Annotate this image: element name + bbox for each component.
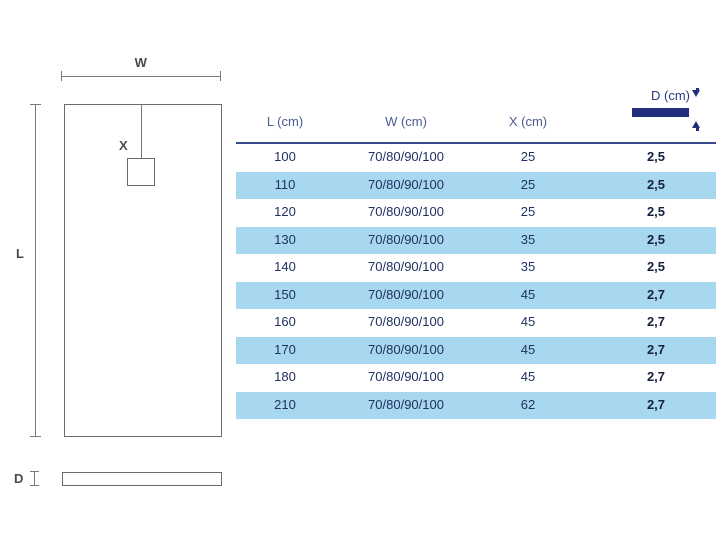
cell-width: 70/80/90/100 (368, 176, 444, 192)
drain-leader-line (140, 105, 142, 172)
drain-square-icon (127, 158, 155, 186)
cell-length: 150 (274, 286, 296, 302)
cell-drain-offset: 45 (520, 286, 536, 302)
table-header-rule (236, 142, 716, 144)
cell-length: 170 (274, 341, 296, 357)
cell-drain-offset: 35 (520, 231, 536, 247)
cell-depth: 2,7 (646, 369, 666, 384)
width-dimension-line (61, 76, 221, 78)
width-dimension-cap-left (61, 71, 63, 81)
cell-width: 70/80/90/100 (368, 259, 444, 274)
depth-dimension-label: D (14, 471, 24, 486)
cell-drain-offset: 62 (520, 396, 536, 412)
cell-width: 70/80/90/100 (368, 314, 444, 329)
cell-depth: 2,5 (646, 204, 666, 219)
cell-depth: 2,5 (646, 231, 666, 247)
cell-width: 70/80/90/100 (368, 204, 444, 219)
depth-legend-title: D (cm) (651, 88, 690, 103)
cell-drain-offset: 35 (520, 259, 536, 274)
cell-depth: 2,5 (646, 259, 666, 274)
cell-depth: 2,5 (646, 176, 666, 192)
table-header-row: L (cm) W (cm) X (cm) (236, 112, 716, 142)
length-dimension-cap-bottom (30, 436, 41, 438)
cell-width: 70/80/90/100 (368, 149, 444, 164)
cell-depth: 2,7 (646, 314, 666, 329)
table-row: 180 70/80/90/100 45 2,7 (236, 364, 716, 392)
cell-length: 130 (274, 231, 296, 247)
table-row: 210 70/80/90/100 62 2,7 (236, 391, 716, 419)
cell-length: 210 (274, 396, 296, 412)
depth-legend-bar (632, 108, 689, 117)
cell-length: 180 (274, 369, 296, 384)
length-dimension-cap-top (30, 104, 41, 106)
cell-drain-offset: 45 (520, 369, 536, 384)
cell-length: 100 (274, 149, 296, 164)
arrow-down-icon (692, 90, 700, 97)
cell-drain-offset: 45 (520, 341, 536, 357)
table-body: 100 70/80/90/100 25 2,5 110 70/80/90/100 25 2,5… (236, 144, 716, 419)
length-dimension-line (35, 104, 37, 437)
cell-width: 70/80/90/100 (368, 369, 444, 384)
arrow-up-icon-stem (695, 127, 699, 131)
cell-depth: 2,5 (646, 149, 666, 164)
cell-width: 70/80/90/100 (368, 286, 444, 302)
cell-depth: 2,7 (646, 396, 666, 412)
cell-length: 140 (274, 259, 296, 274)
cell-drain-offset: 45 (520, 314, 536, 329)
cell-width: 70/80/90/100 (368, 231, 444, 247)
width-dimension-cap-right (220, 71, 222, 81)
table-row: 120 70/80/90/100 25 2,5 (236, 199, 716, 227)
column-header-width: W (cm) (385, 114, 427, 129)
width-dimension-label: W (134, 55, 148, 70)
tray-side-profile (62, 472, 222, 486)
cell-width: 70/80/90/100 (368, 341, 444, 357)
table-row: 160 70/80/90/100 45 2,7 (236, 309, 716, 337)
length-dimension-label: L (16, 246, 25, 261)
cell-drain-offset: 25 (520, 204, 536, 219)
table-row: 100 70/80/90/100 25 2,5 (236, 144, 716, 172)
depth-dimension-cap-bottom (30, 485, 39, 487)
arrow-up-icon (692, 121, 700, 128)
cell-depth: 2,7 (646, 286, 666, 302)
tray-top-view-outline (64, 104, 222, 437)
dimensions-table: L (cm) W (cm) X (cm) 100 70/80/90/100 25 2,… (236, 112, 716, 419)
depth-legend: D (cm) (624, 88, 716, 136)
table-row: 130 70/80/90/100 35 2,5 (236, 226, 716, 254)
table-row: 140 70/80/90/100 35 2,5 (236, 254, 716, 282)
cell-drain-offset: 25 (520, 149, 536, 164)
cell-length: 120 (274, 204, 296, 219)
cell-length: 160 (274, 314, 296, 329)
cell-width: 70/80/90/100 (368, 396, 444, 412)
column-header-drain-offset: X (cm) (508, 114, 548, 129)
table-row: 110 70/80/90/100 25 2,5 (236, 171, 716, 199)
cell-depth: 2,7 (646, 341, 666, 357)
depth-dimension-cap-top (30, 471, 39, 473)
cell-drain-offset: 25 (520, 176, 536, 192)
column-header-length: L (cm) (266, 114, 304, 129)
depth-dimension-line (34, 471, 36, 486)
table-row: 150 70/80/90/100 45 2,7 (236, 281, 716, 309)
table-row: 170 70/80/90/100 45 2,7 (236, 336, 716, 364)
cell-length: 110 (274, 176, 296, 192)
drain-offset-label: X (119, 138, 129, 153)
